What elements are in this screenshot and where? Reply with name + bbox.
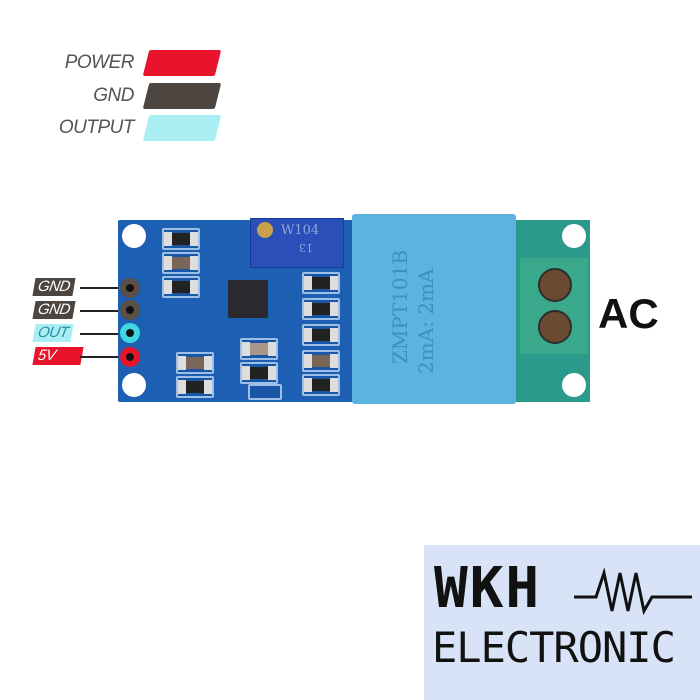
brand-line1: WKH [434, 556, 542, 621]
smd-capacitor [162, 252, 200, 274]
pin-tag-out: OUT [32, 324, 74, 342]
header-pin-out [120, 323, 140, 343]
opamp-ic [228, 280, 268, 318]
pin-wire [80, 333, 124, 335]
mounting-hole [122, 373, 146, 397]
header-pin-gnd-2 [120, 300, 140, 320]
mounting-hole [562, 373, 586, 397]
header-pin-gnd-1 [120, 278, 140, 298]
mounting-hole [562, 224, 586, 248]
transformer: ZMPT101B 2mA: 2mA [352, 214, 516, 404]
legend-swatch-power [142, 50, 222, 76]
smd-resistor [240, 362, 278, 384]
trimmer-screw-icon [257, 222, 273, 238]
legend-label-gnd: GND [93, 85, 134, 106]
smd-resistor [302, 324, 340, 346]
pin-wire [80, 356, 124, 358]
smd-resistor [176, 376, 214, 398]
ac-label: AC [598, 290, 659, 337]
brand-logo: WKH ELECTRONIC [424, 545, 700, 700]
terminal-screw-icon[interactable] [538, 268, 572, 302]
resistor-symbol-icon [574, 567, 692, 616]
smd-resistor [302, 272, 340, 294]
pin-wire [80, 310, 124, 312]
legend-label-output: OUTPUT [58, 117, 135, 138]
pot-sublabel: 13 [299, 241, 313, 254]
pot-label: W104 [281, 223, 320, 238]
potentiometer[interactable]: W104 13 [250, 218, 344, 268]
smd-capacitor [302, 350, 340, 372]
smd-capacitor [240, 338, 278, 360]
header-pin-5v [120, 347, 140, 367]
brand-line2: ELECTRONIC [432, 623, 676, 672]
legend-swatch-gnd [142, 83, 222, 109]
smd-capacitor [176, 352, 214, 374]
pin-tag-5v: 5V [32, 347, 84, 365]
pin-tag-gnd-1: GND [32, 278, 76, 296]
screw-terminal [520, 258, 588, 354]
terminal-screw-icon[interactable] [538, 310, 572, 344]
smd-resistor [162, 276, 200, 298]
pin-tag-gnd-2: GND [32, 301, 76, 319]
smd-resistor [162, 228, 200, 250]
smd-resistor [302, 374, 340, 396]
transformer-rating: 2mA: 2mA [414, 268, 438, 374]
smd-led [248, 384, 282, 400]
mounting-hole [122, 224, 146, 248]
smd-resistor [302, 298, 340, 320]
pin-wire [80, 287, 124, 289]
legend-swatch-output [142, 115, 222, 141]
legend-label-power: POWER [64, 52, 135, 73]
transformer-model: ZMPT101B [388, 249, 412, 364]
